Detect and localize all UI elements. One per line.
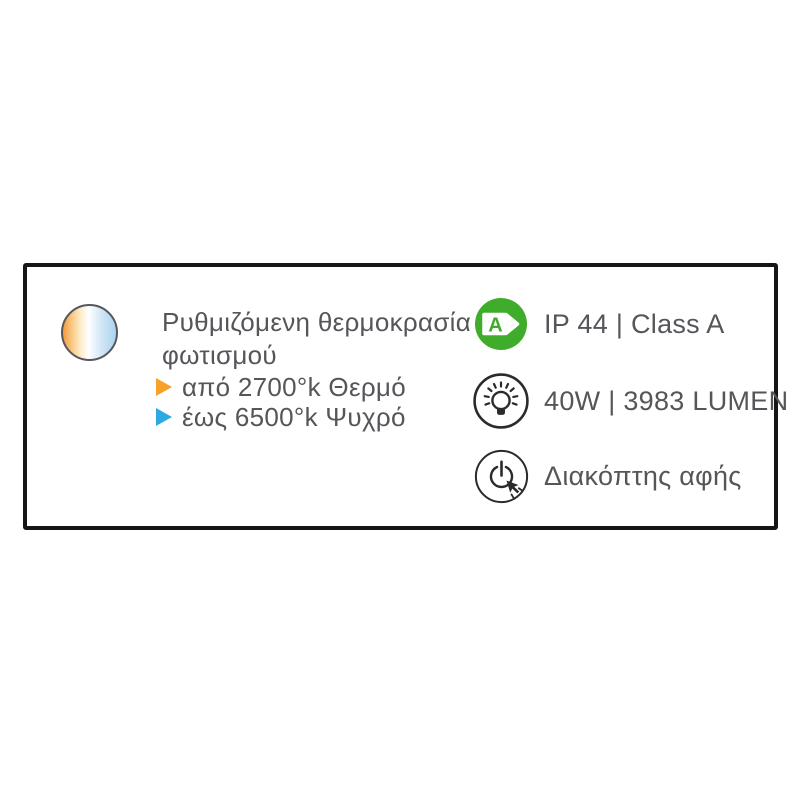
touch-switch-icon bbox=[470, 448, 532, 505]
lumen-label: 40W | 3983 LUMEN bbox=[544, 385, 789, 416]
energy-class-row: A IP 44 | Class A bbox=[470, 298, 770, 350]
color-temperature-gradient-icon bbox=[61, 304, 118, 361]
lumen-row: 40W | 3983 LUMEN bbox=[470, 372, 788, 430]
color-temperature-text-block: Ρυθμιζόμενη θερμοκρασία φωτισμού από 270… bbox=[156, 306, 502, 432]
bullet-cool-row: έως 6500°k Ψυχρό bbox=[156, 402, 502, 432]
bullet-warm-label: από 2700°k Θερμό bbox=[182, 371, 406, 402]
feature-title: Ρυθμιζόμενη θερμοκρασία φωτισμού bbox=[162, 307, 472, 370]
bullet-warm-row: από 2700°k Θερμό bbox=[156, 372, 502, 402]
features-panel: Ρυθμιζόμενη θερμοκρασία φωτισμού από 270… bbox=[23, 263, 788, 530]
energy-class-letter: A bbox=[488, 315, 502, 337]
touch-switch-label: Διακόπτης αφής bbox=[544, 461, 742, 491]
light-bulb-icon bbox=[470, 372, 532, 430]
right-features-column: A IP 44 | Class A bbox=[470, 298, 788, 505]
cool-right-triangle-icon bbox=[156, 408, 172, 426]
energy-class-label: IP 44 | Class A bbox=[544, 308, 725, 339]
energy-class-icon: A bbox=[470, 298, 532, 350]
warm-right-triangle-icon bbox=[156, 378, 172, 396]
touch-switch-row: Διακόπτης αφής bbox=[470, 448, 770, 505]
bullet-cool-label: έως 6500°k Ψυχρό bbox=[182, 401, 406, 432]
